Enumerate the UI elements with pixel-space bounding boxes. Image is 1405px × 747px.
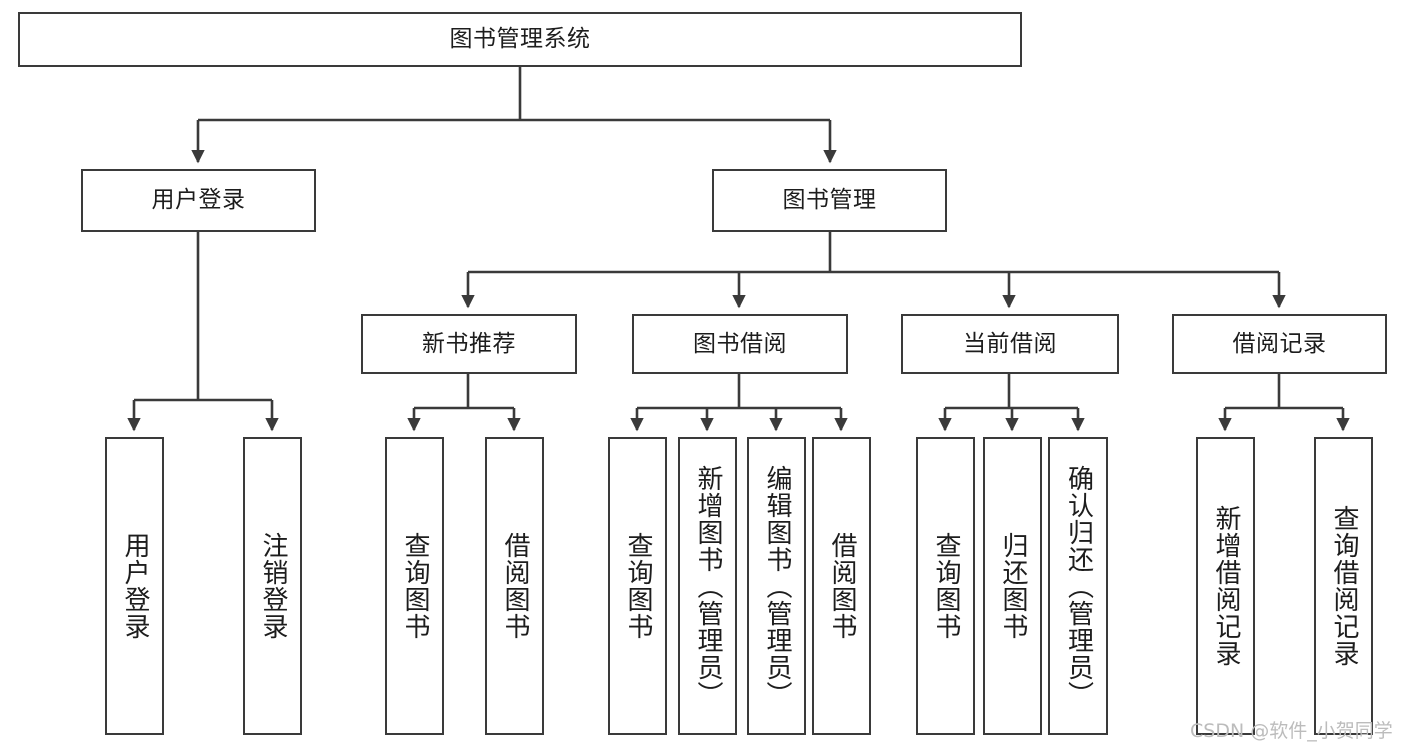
leaf-edit-book-admin[interactable]: 编辑图书（管理员） — [747, 437, 806, 735]
node-user-login[interactable]: 用户登录 — [81, 169, 316, 232]
leaf-confirm-return-admin[interactable]: 确认归还（管理员） — [1048, 437, 1108, 735]
leaf-add-book-admin-label: 新增图书（管理员） — [693, 464, 724, 708]
leaf-borrow-book-recommend-label: 借阅图书 — [500, 532, 531, 640]
leaf-query-book-current-label: 查询图书 — [931, 532, 962, 640]
leaf-logout[interactable]: 注销登录 — [243, 437, 302, 735]
node-book-borrow-label: 图书借阅 — [693, 330, 787, 357]
leaf-return-book[interactable]: 归还图书 — [983, 437, 1042, 735]
leaf-query-book-current[interactable]: 查询图书 — [916, 437, 975, 735]
leaf-query-book-borrow-label: 查询图书 — [623, 532, 654, 640]
leaf-query-book-recommend[interactable]: 查询图书 — [385, 437, 444, 735]
node-borrow-record[interactable]: 借阅记录 — [1172, 314, 1387, 374]
leaf-query-book-borrow[interactable]: 查询图书 — [608, 437, 667, 735]
node-root[interactable]: 图书管理系统 — [18, 12, 1022, 67]
node-new-book-recommend[interactable]: 新书推荐 — [361, 314, 577, 374]
leaf-borrow-book-label: 借阅图书 — [827, 532, 858, 640]
leaf-user-login[interactable]: 用户登录 — [105, 437, 164, 735]
csdn-watermark: CSDN @软件_小贺同学 — [1190, 720, 1393, 742]
leaf-query-book-recommend-label: 查询图书 — [400, 532, 431, 640]
node-current-borrow[interactable]: 当前借阅 — [901, 314, 1119, 374]
leaf-add-borrow-record-label: 新增借阅记录 — [1211, 505, 1242, 667]
node-current-borrow-label: 当前借阅 — [963, 330, 1057, 357]
leaf-edit-book-admin-label: 编辑图书（管理员） — [762, 464, 793, 708]
leaf-borrow-book-recommend[interactable]: 借阅图书 — [485, 437, 544, 735]
node-borrow-record-label: 借阅记录 — [1232, 330, 1327, 357]
node-root-label: 图书管理系统 — [449, 26, 591, 53]
node-new-book-recommend-label: 新书推荐 — [422, 330, 516, 357]
leaf-borrow-book[interactable]: 借阅图书 — [812, 437, 871, 735]
leaf-logout-label: 注销登录 — [258, 532, 289, 640]
leaf-query-borrow-record[interactable]: 查询借阅记录 — [1314, 437, 1373, 735]
leaf-add-borrow-record[interactable]: 新增借阅记录 — [1196, 437, 1255, 735]
node-book-management[interactable]: 图书管理 — [712, 169, 947, 232]
leaf-query-borrow-record-label: 查询借阅记录 — [1329, 505, 1360, 667]
node-user-login-label: 用户登录 — [151, 187, 246, 214]
leaf-return-book-label: 归还图书 — [998, 532, 1029, 640]
leaf-add-book-admin[interactable]: 新增图书（管理员） — [678, 437, 737, 735]
node-book-borrow[interactable]: 图书借阅 — [632, 314, 848, 374]
leaf-user-login-label: 用户登录 — [120, 532, 151, 640]
node-book-management-label: 图书管理 — [782, 187, 877, 214]
leaf-confirm-return-admin-label: 确认归还（管理员） — [1063, 464, 1094, 708]
